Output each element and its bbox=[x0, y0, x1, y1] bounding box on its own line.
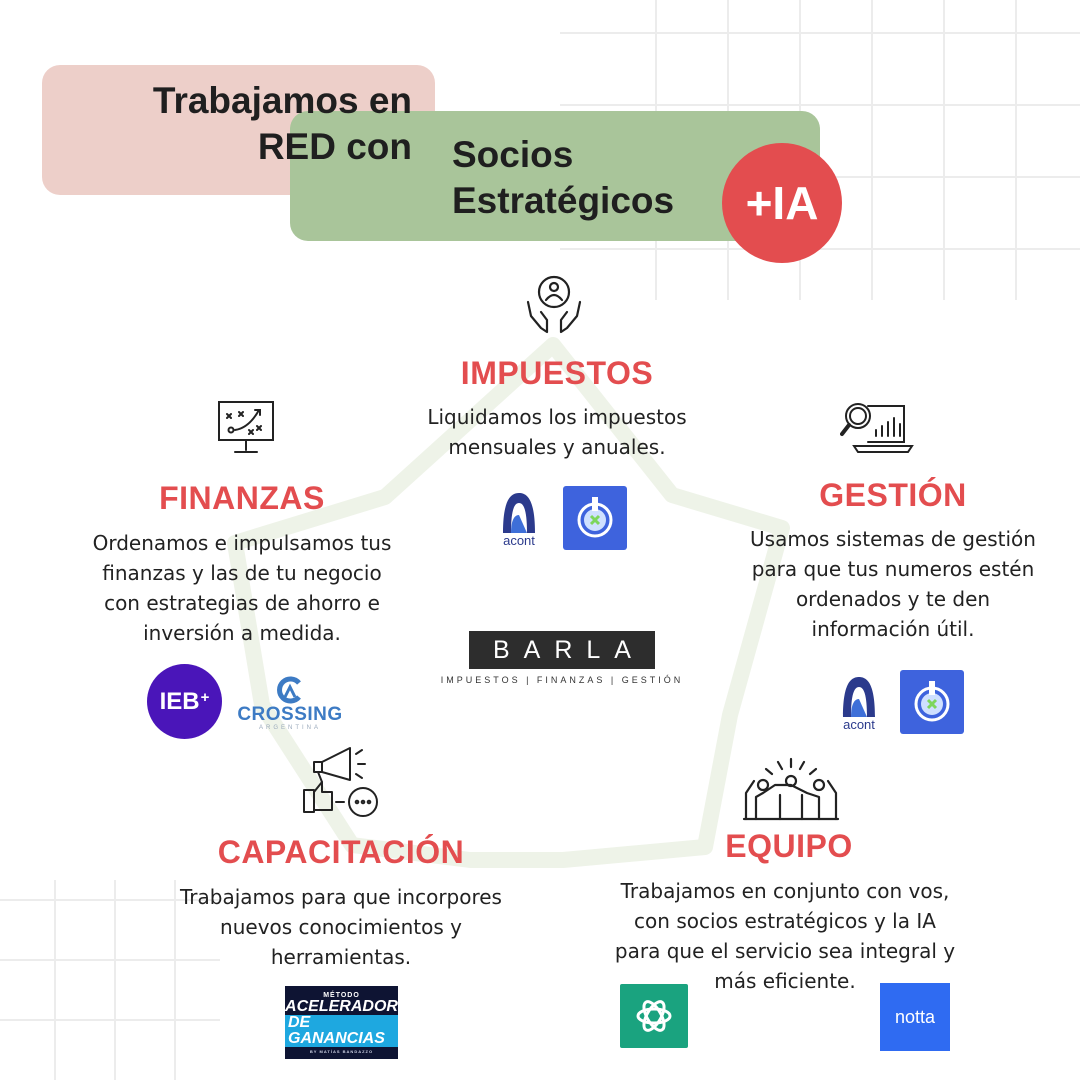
x-power-icon bbox=[900, 670, 964, 734]
impuestos-text: Liquidamos los impuestos mensuales y anu… bbox=[427, 405, 687, 459]
capacitacion-text: Trabajamos para que incorpores nuevos co… bbox=[180, 885, 502, 969]
openai-icon bbox=[620, 984, 688, 1048]
hands-person-icon bbox=[523, 272, 585, 338]
x-power-icon bbox=[563, 486, 627, 550]
impuestos-title: IMPUESTOS bbox=[460, 355, 654, 391]
megaphone-feedback-icon bbox=[300, 742, 382, 822]
barla-logo: BARLA bbox=[469, 631, 655, 669]
barla-tagline: IMPUESTOS | FINANZAS | GESTIÓN bbox=[440, 675, 684, 685]
gestion-text: Usamos sistemas de gestión para que tus … bbox=[750, 527, 1036, 641]
acont-logo-gestion: acont bbox=[836, 670, 882, 736]
finanzas-title: FINANZAS bbox=[159, 480, 325, 516]
title-line-1: Trabajamos en RED con bbox=[152, 80, 412, 167]
team-celebration-icon bbox=[742, 757, 840, 821]
equipo-text: Trabajamos en conjunto con vos, con soci… bbox=[614, 879, 956, 993]
gestion-title: GESTIÓN bbox=[819, 477, 967, 513]
finanzas-text: Ordenamos e impulsamos tus finanzas y la… bbox=[92, 531, 392, 645]
crossing-logo: CROSSING ARGENTINA bbox=[230, 672, 350, 734]
notta-logo: notta bbox=[880, 983, 950, 1051]
title-line-2: Socios Estratégicos bbox=[452, 134, 675, 221]
ia-badge: +IA bbox=[722, 143, 842, 263]
equipo-title: EQUIPO bbox=[725, 828, 853, 864]
capacitacion-title: CAPACITACIÓN bbox=[217, 834, 465, 870]
strategy-board-icon bbox=[217, 400, 275, 458]
grid-bottom-left bbox=[0, 880, 220, 1080]
analytics-laptop-icon bbox=[840, 398, 916, 458]
acont-logo-impuestos: acont bbox=[496, 486, 542, 552]
ieb-logo: IEB+ bbox=[147, 664, 222, 739]
acelerador-ganancias-logo: MÉTODO ACELERADOR DE GANANCIAS BY MATÍAS… bbox=[285, 986, 398, 1059]
